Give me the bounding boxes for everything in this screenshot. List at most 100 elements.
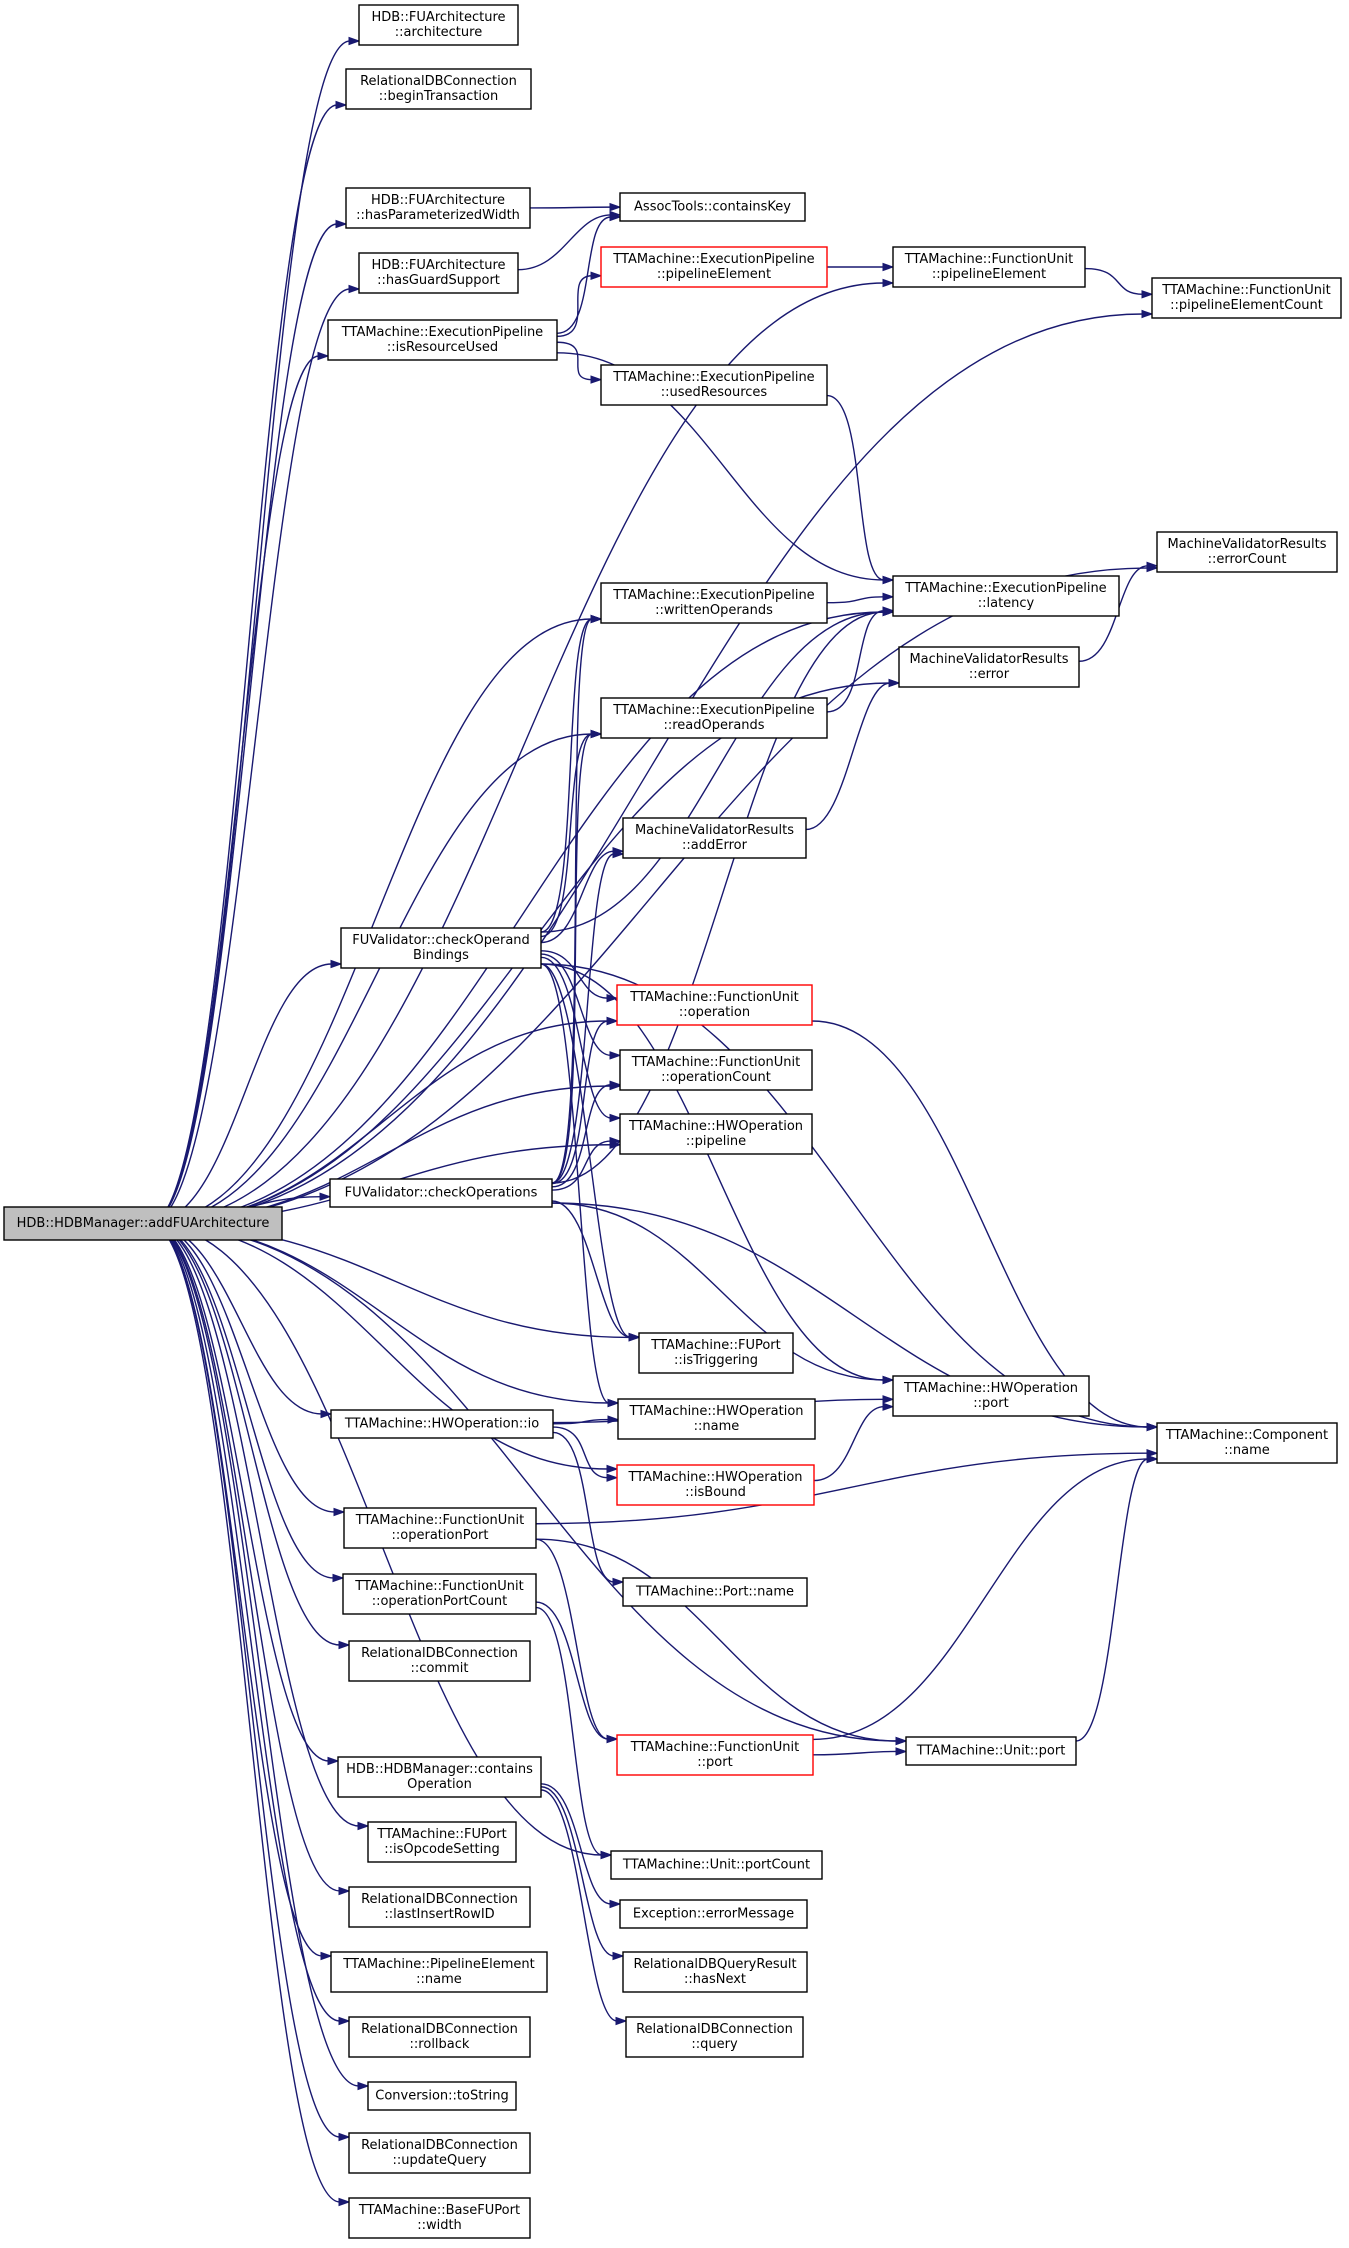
node-n8[interactable]: TTAMachine::FunctionUnit::pipelineElemen… (1151, 277, 1342, 319)
arrowhead (317, 351, 330, 361)
node-label-line: MachineValidatorResults (909, 652, 1068, 667)
node-n20[interactable]: TTAMachine::HWOperation::pipeline (619, 1113, 813, 1155)
edge-line (551, 853, 615, 1184)
arrowhead (320, 1951, 333, 1961)
node-n31[interactable]: RelationalDBConnection::commit (348, 1640, 531, 1682)
node-label-line: TTAMachine::Port::name (635, 1585, 794, 1600)
edge-line (540, 963, 1149, 1428)
node-box (343, 1507, 537, 1549)
node-n2[interactable]: RelationalDBConnection::beginTransaction (345, 68, 532, 110)
node-n23[interactable]: TTAMachine::HWOperation::port (892, 1375, 1090, 1417)
node-box (348, 2016, 531, 2058)
arrowhead (1146, 1422, 1159, 1432)
node-label-line: ::lastInsertRowID (384, 1907, 494, 1922)
node-label-line: ::name (1224, 1443, 1270, 1458)
arrowhead (882, 1395, 895, 1404)
node-n44[interactable]: RelationalDBConnection::updateQuery (348, 2132, 531, 2174)
node-box (619, 1049, 813, 1091)
edge-root-to-n38 (149, 1222, 351, 1896)
node-n30[interactable]: TTAMachine::FunctionUnit::operationPortC… (342, 1573, 537, 1615)
node-n39[interactable]: TTAMachine::PipelineElement::name (330, 1951, 548, 1993)
node-n33[interactable]: TTAMachine::Unit::port (905, 1736, 1077, 1766)
node-n21[interactable]: FUValidator::checkOperations (329, 1178, 553, 1208)
arrowhead (590, 729, 603, 739)
edge-n32-to-n33 (812, 1747, 908, 1756)
node-n6[interactable]: TTAMachine::ExecutionPipeline::pipelineE… (600, 246, 828, 288)
edge-n17-to-n18 (540, 950, 619, 1003)
edge-line (149, 1222, 360, 2087)
node-label-line: TTAMachine::HWOperation (903, 1381, 1078, 1396)
node-n38[interactable]: RelationalDBConnection::lastInsertRowID (348, 1886, 531, 1928)
node-box (622, 1577, 808, 1607)
node-n42[interactable]: RelationalDBConnection::query (625, 2016, 804, 2058)
edge-line (149, 1222, 341, 1646)
node-n18[interactable]: TTAMachine::FunctionUnit::operation (616, 984, 813, 1026)
edge-line (149, 104, 338, 1225)
node-label-line: FUValidator::checkOperations (345, 1186, 538, 1201)
node-n45[interactable]: TTAMachine::BaseFUPort::width (348, 2197, 531, 2239)
node-n40[interactable]: RelationalDBQueryResult::hasNext (622, 1951, 808, 1993)
arrowhead (590, 375, 603, 384)
node-n26[interactable]: TTAMachine::Component::name (1156, 1422, 1338, 1464)
node-box (622, 817, 807, 859)
node-n37[interactable]: Exception::errorMessage (619, 1899, 808, 1929)
edge-root-to-n12 (149, 614, 603, 1225)
node-box (348, 2132, 531, 2174)
node-n32[interactable]: TTAMachine::FunctionUnit::port (616, 1734, 814, 1776)
node-n11[interactable]: MachineValidatorResults::errorCount (1156, 531, 1338, 573)
edge-line (540, 963, 610, 1404)
node-n4[interactable]: AssocTools::containsKey (619, 192, 806, 222)
node-box (1156, 531, 1338, 573)
node-n29[interactable]: TTAMachine::Port::name (622, 1577, 808, 1607)
node-box (638, 1332, 794, 1374)
edge-line (551, 1020, 609, 1185)
edge-line (149, 1222, 323, 1957)
edge-line (517, 214, 612, 271)
arrowhead (333, 1507, 346, 1517)
arrowhead (1141, 309, 1154, 319)
node-n43[interactable]: Conversion::toString (367, 2081, 517, 2111)
arrowhead (615, 2016, 628, 2026)
node-box (358, 4, 519, 46)
arrowhead (590, 271, 603, 280)
node-n41[interactable]: RelationalDBConnection::rollback (348, 2016, 531, 2058)
node-n35[interactable]: TTAMachine::FUPort::isOpcodeSetting (367, 1821, 517, 1863)
node-n24[interactable]: TTAMachine::HWOperation::io (330, 1409, 554, 1439)
node-n14[interactable]: MachineValidatorResults::error (898, 646, 1080, 688)
edge-n7-to-n8 (1084, 267, 1154, 299)
edge-line (535, 1606, 603, 1856)
node-root[interactable]: HDB::HDBManager::addFUArchitecture (3, 1206, 283, 1241)
edge-root-to-n39 (149, 1222, 333, 1961)
edge-line (812, 1458, 1149, 1741)
arrowhead (609, 1051, 622, 1060)
node-label-line: ::width (417, 2218, 462, 2233)
arrowhead (882, 592, 895, 602)
node-n15[interactable]: TTAMachine::ExecutionPipeline::readOpera… (600, 697, 828, 739)
node-n22[interactable]: TTAMachine::FUPort::isTriggering (638, 1332, 794, 1374)
node-n13[interactable]: TTAMachine::ExecutionPipeline::latency (892, 575, 1120, 617)
node-n1[interactable]: HDB::FUArchitecture::architecture (358, 4, 519, 46)
node-n7[interactable]: TTAMachine::FunctionUnit::pipelineElemen… (892, 246, 1086, 288)
arrowhead (607, 1398, 620, 1408)
node-label-line: ::rollback (410, 2037, 470, 2052)
node-n25[interactable]: TTAMachine::HWOperation::name (617, 1398, 816, 1440)
node-n36[interactable]: TTAMachine::Unit::portCount (610, 1850, 823, 1880)
node-label-line: ::errorCount (1208, 552, 1287, 567)
node-n9[interactable]: TTAMachine::ExecutionPipeline::isResourc… (327, 319, 558, 361)
node-n16[interactable]: MachineValidatorResults::addError (622, 817, 807, 859)
edge-line (540, 1783, 612, 1905)
node-n27[interactable]: TTAMachine::HWOperation::isBound (616, 1464, 815, 1506)
node-n19[interactable]: TTAMachine::FunctionUnit::operationCount (619, 1049, 813, 1091)
node-n5[interactable]: HDB::FUArchitecture::hasGuardSupport (358, 252, 519, 294)
edge-n30-to-n32 (535, 1601, 619, 1744)
node-n28[interactable]: TTAMachine::FunctionUnit::operationPort (343, 1507, 537, 1549)
node-n12[interactable]: TTAMachine::ExecutionPipeline::writtenOp… (600, 582, 828, 624)
node-n3[interactable]: HDB::FUArchitecture::hasParameterizedWid… (345, 187, 531, 229)
edge-n17-to-n25 (540, 963, 620, 1408)
node-label-line: ::operationCount (661, 1070, 771, 1085)
node-n10[interactable]: TTAMachine::ExecutionPipeline::usedResou… (600, 364, 828, 406)
arrowhead (609, 1113, 622, 1123)
edge-line (551, 1140, 612, 1191)
